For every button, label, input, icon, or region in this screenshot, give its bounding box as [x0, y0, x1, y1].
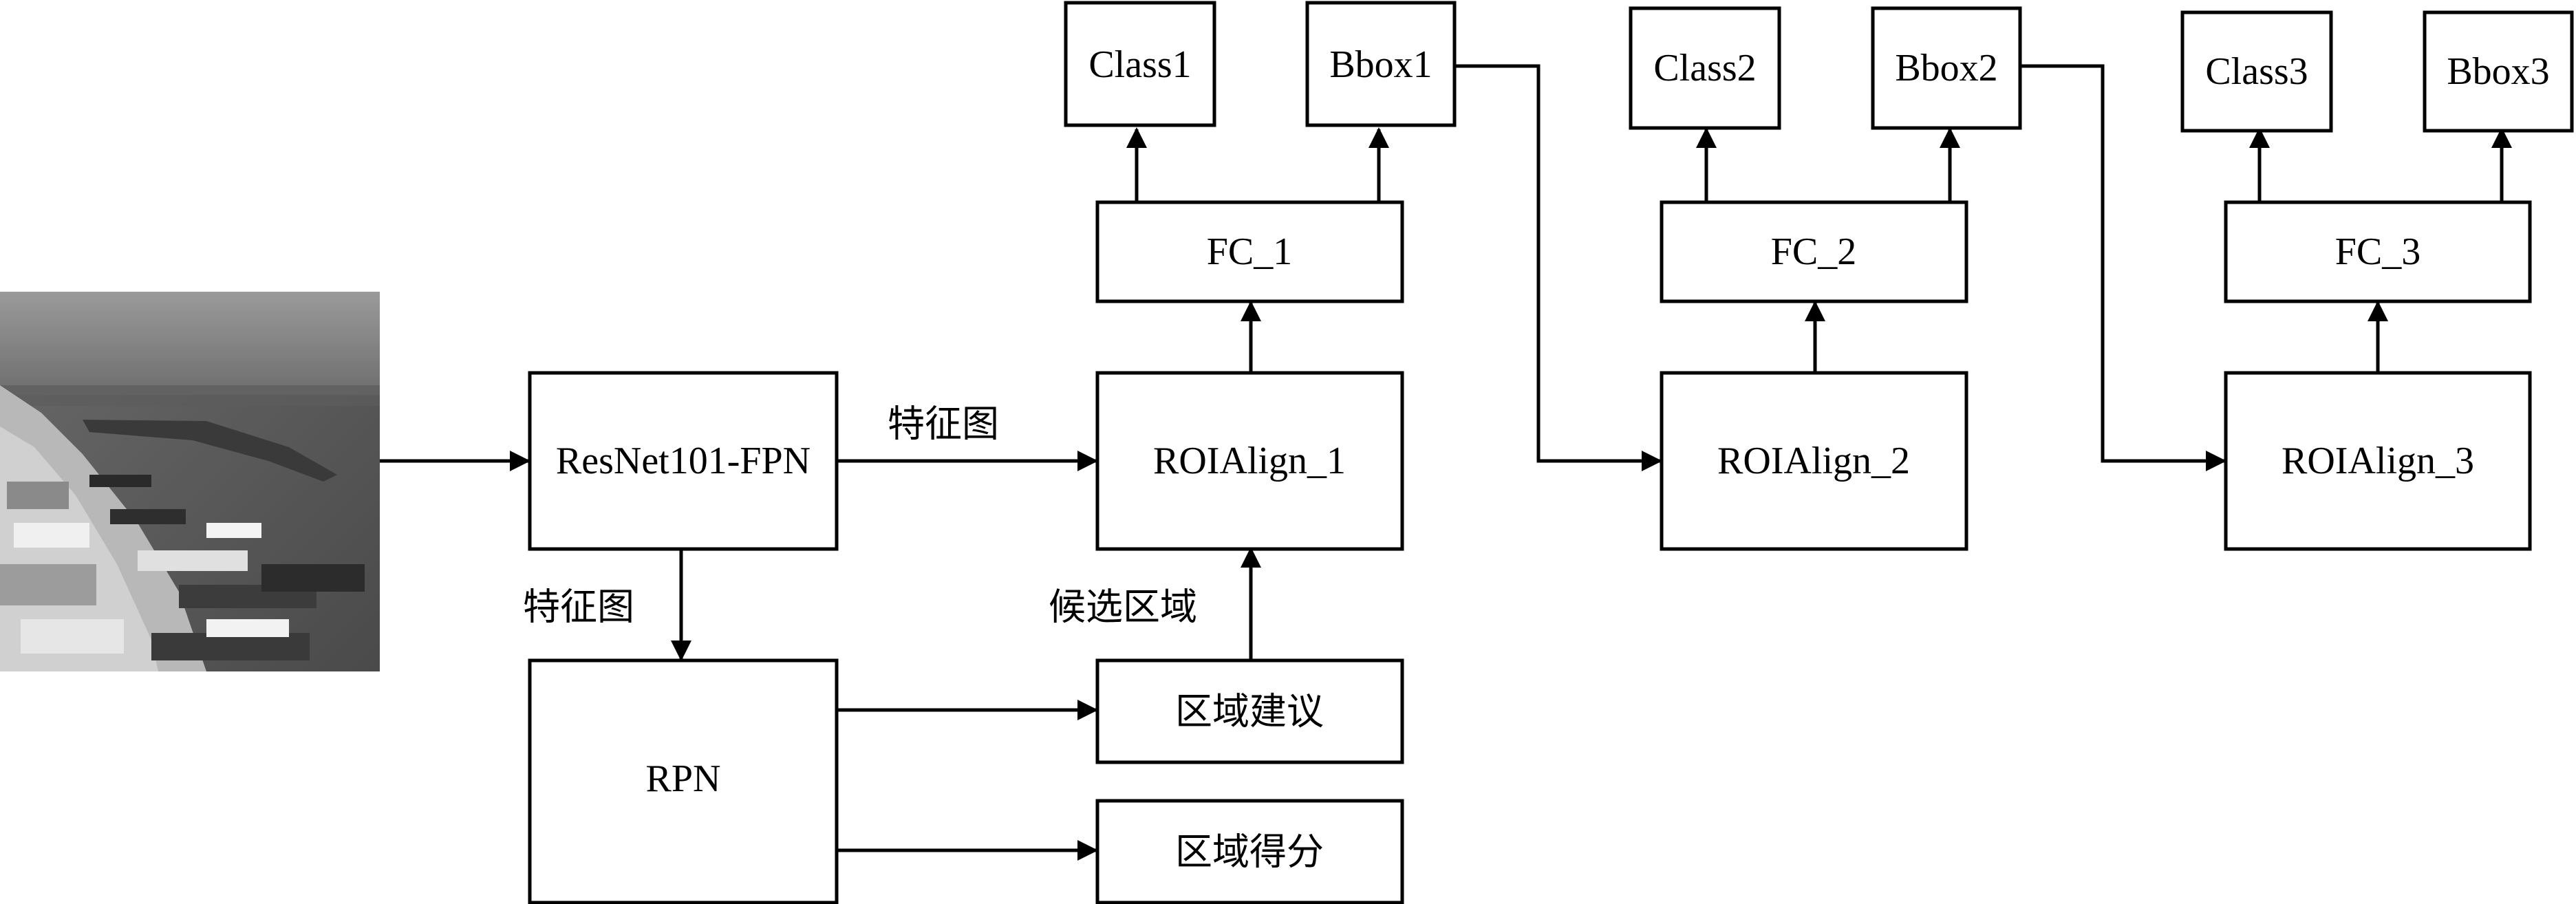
node-bbox2: Bbox2: [1871, 6, 2022, 130]
node-bbox1-label: Bbox1: [1329, 43, 1432, 86]
edge-bbox2-to-roialign3: [2020, 64, 2226, 471]
node-backbone: ResNet101-FPN: [528, 371, 839, 551]
node-fc2: FC_2: [1660, 200, 1968, 303]
node-bbox1: Bbox1: [1305, 1, 1457, 127]
node-roialign3: ROIAlign_3: [2224, 371, 2532, 551]
node-roialign2: ROIAlign_2: [1660, 371, 1968, 551]
node-roialign1: ROIAlign_1: [1095, 371, 1404, 551]
node-class1: Class1: [1064, 1, 1216, 127]
edge-bbox1-to-roialign2: [1455, 64, 1662, 471]
node-fc3-label: FC_3: [2335, 230, 2421, 273]
node-roialign2-label: ROIAlign_2: [1717, 440, 1910, 482]
node-proposals: 区域建议: [1095, 658, 1404, 764]
node-bbox3: Bbox3: [2423, 10, 2574, 133]
label-feature-map-right: 特征图: [888, 402, 999, 446]
node-rpn-label: RPN: [646, 757, 721, 800]
node-fc3: FC_3: [2224, 200, 2532, 303]
node-fc2-label: FC_2: [1771, 230, 1857, 273]
node-backbone-label: ResNet101-FPN: [556, 440, 811, 482]
node-roialign3-label: ROIAlign_3: [2282, 440, 2474, 482]
node-scores: 区域得分: [1095, 799, 1404, 904]
node-fc1-label: FC_1: [1207, 230, 1293, 273]
node-class3-label: Class3: [2205, 50, 2308, 93]
node-roialign1-label: ROIAlign_1: [1153, 440, 1346, 482]
node-rpn: RPN: [528, 658, 839, 904]
node-proposals-label: 区域建议: [1175, 690, 1324, 733]
node-fc1: FC_1: [1095, 200, 1404, 303]
node-bbox3-label: Bbox3: [2447, 50, 2549, 93]
node-class2-label: Class2: [1653, 47, 1756, 89]
label-feature-map-down: 特征图: [523, 585, 634, 629]
input-image: [0, 292, 380, 671]
node-class3: Class3: [2180, 10, 2333, 133]
node-class2: Class2: [1629, 6, 1781, 130]
label-candidate-regions: 候选区域: [1049, 585, 1197, 629]
node-bbox2-label: Bbox2: [1895, 47, 1997, 89]
node-scores-label: 区域得分: [1175, 830, 1324, 874]
edges: [380, 64, 2512, 861]
node-class1-label: Class1: [1088, 43, 1191, 86]
